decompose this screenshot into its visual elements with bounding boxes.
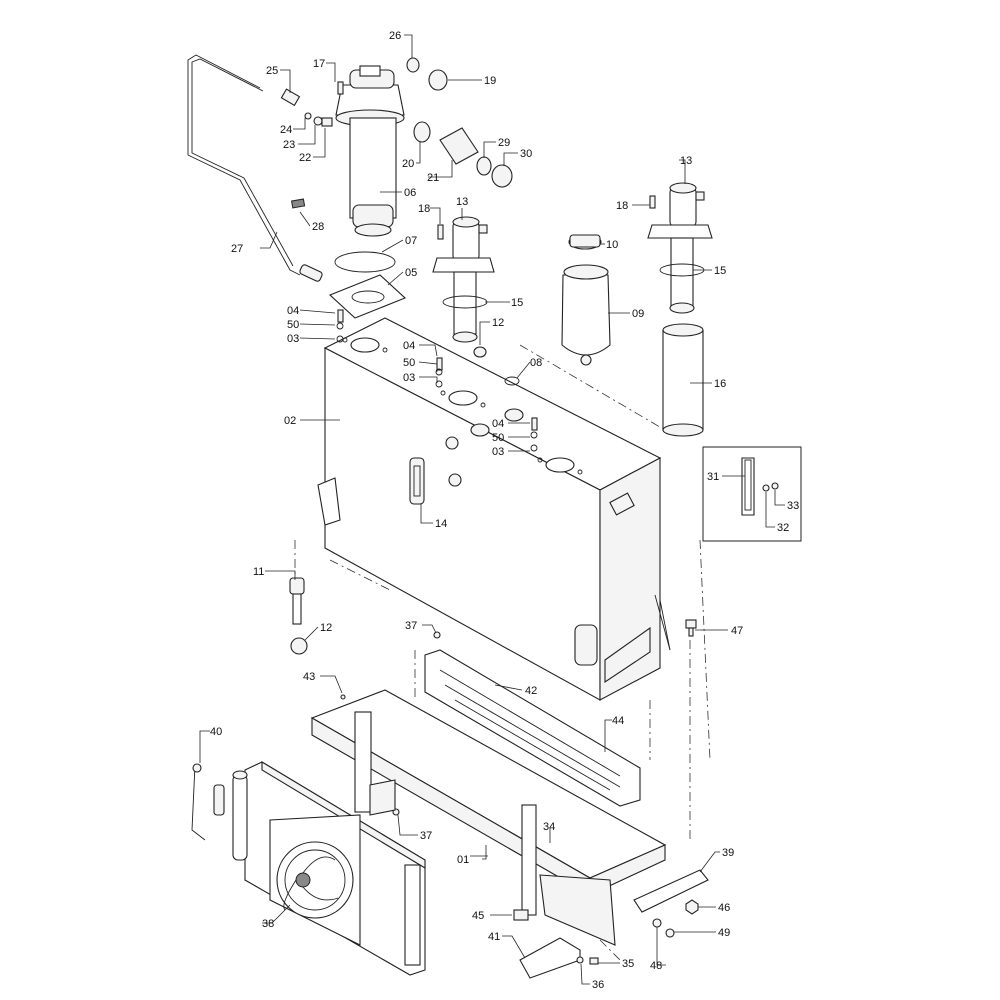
callout-30: 30 (520, 148, 532, 160)
callout-23: 23 (283, 139, 295, 151)
callout-04a: 04 (287, 305, 299, 317)
callout-15a: 15 (511, 297, 523, 309)
callout-12b: 12 (320, 622, 332, 634)
callout-11: 11 (253, 566, 264, 578)
callout-50b: 50 (403, 357, 415, 369)
callout-43: 43 (303, 671, 315, 683)
callout-21: 21 (427, 172, 439, 184)
callout-26: 26 (389, 30, 401, 42)
callout-17: 17 (313, 58, 325, 70)
callout-45: 45 (472, 910, 484, 922)
callout-04b: 04 (403, 340, 415, 352)
callout-36: 36 (592, 979, 604, 991)
callout-40: 40 (210, 726, 222, 738)
callout-14: 14 (435, 518, 447, 530)
callout-28: 28 (312, 221, 324, 233)
callout-49: 49 (718, 927, 730, 939)
callout-09: 09 (632, 308, 644, 320)
callout-12a: 12 (492, 317, 504, 329)
callout-03b: 03 (403, 372, 415, 384)
callout-35: 35 (622, 958, 634, 970)
callout-48: 48 (650, 960, 662, 972)
callout-33: 33 (787, 500, 799, 512)
callout-16: 16 (714, 378, 726, 390)
callout-05: 05 (405, 267, 417, 279)
callout-42: 42 (525, 685, 537, 697)
callout-02: 02 (284, 415, 296, 427)
callout-41: 41 (488, 931, 500, 943)
callout-18b: 18 (616, 200, 628, 212)
sensor-hose (187, 54, 323, 282)
hydraulic-tank (317, 317, 671, 701)
callout-20: 20 (402, 158, 414, 170)
callout-24: 24 (280, 124, 292, 136)
callout-07: 07 (405, 235, 417, 247)
callout-04c: 04 (492, 418, 504, 430)
callout-01: 01 (457, 854, 469, 866)
callout-25: 25 (266, 65, 278, 77)
callout-03c: 03 (492, 446, 504, 458)
callout-08: 08 (530, 357, 542, 369)
callout-13a: 13 (456, 196, 468, 208)
callout-03a: 03 (287, 333, 299, 345)
callout-50a: 50 (287, 319, 299, 331)
callout-10: 10 (606, 239, 618, 251)
callout-29: 29 (498, 137, 510, 149)
callout-06: 06 (404, 187, 416, 199)
mounting-frame (310, 649, 709, 979)
callout-39: 39 (722, 847, 734, 859)
callout-34: 34 (543, 821, 555, 833)
callout-15b: 15 (714, 265, 726, 277)
callout-31: 31 (707, 471, 719, 483)
detail-inset (702, 446, 802, 542)
callout-37b: 37 (420, 830, 432, 842)
callout-18a: 18 (418, 203, 430, 215)
suction-strainers (432, 182, 713, 437)
oil-cooler-fan (191, 761, 426, 976)
leader-lines (199, 34, 785, 985)
callout-46: 46 (718, 902, 730, 914)
callout-22: 22 (299, 152, 311, 164)
callout-44: 44 (612, 715, 624, 727)
callout-labels: 26 19 17 25 24 23 22 20 21 29 30 06 28 2… (210, 30, 799, 991)
callout-37a: 37 (405, 620, 417, 632)
callout-13b: 13 (680, 155, 692, 167)
callout-50c: 50 (492, 432, 504, 444)
callout-27: 27 (231, 243, 243, 255)
accumulator (561, 234, 611, 366)
callout-19: 19 (484, 75, 496, 87)
callout-38: 38 (262, 918, 274, 930)
callout-32: 32 (777, 522, 789, 534)
return-filter (280, 57, 513, 319)
callout-47: 47 (731, 625, 743, 637)
